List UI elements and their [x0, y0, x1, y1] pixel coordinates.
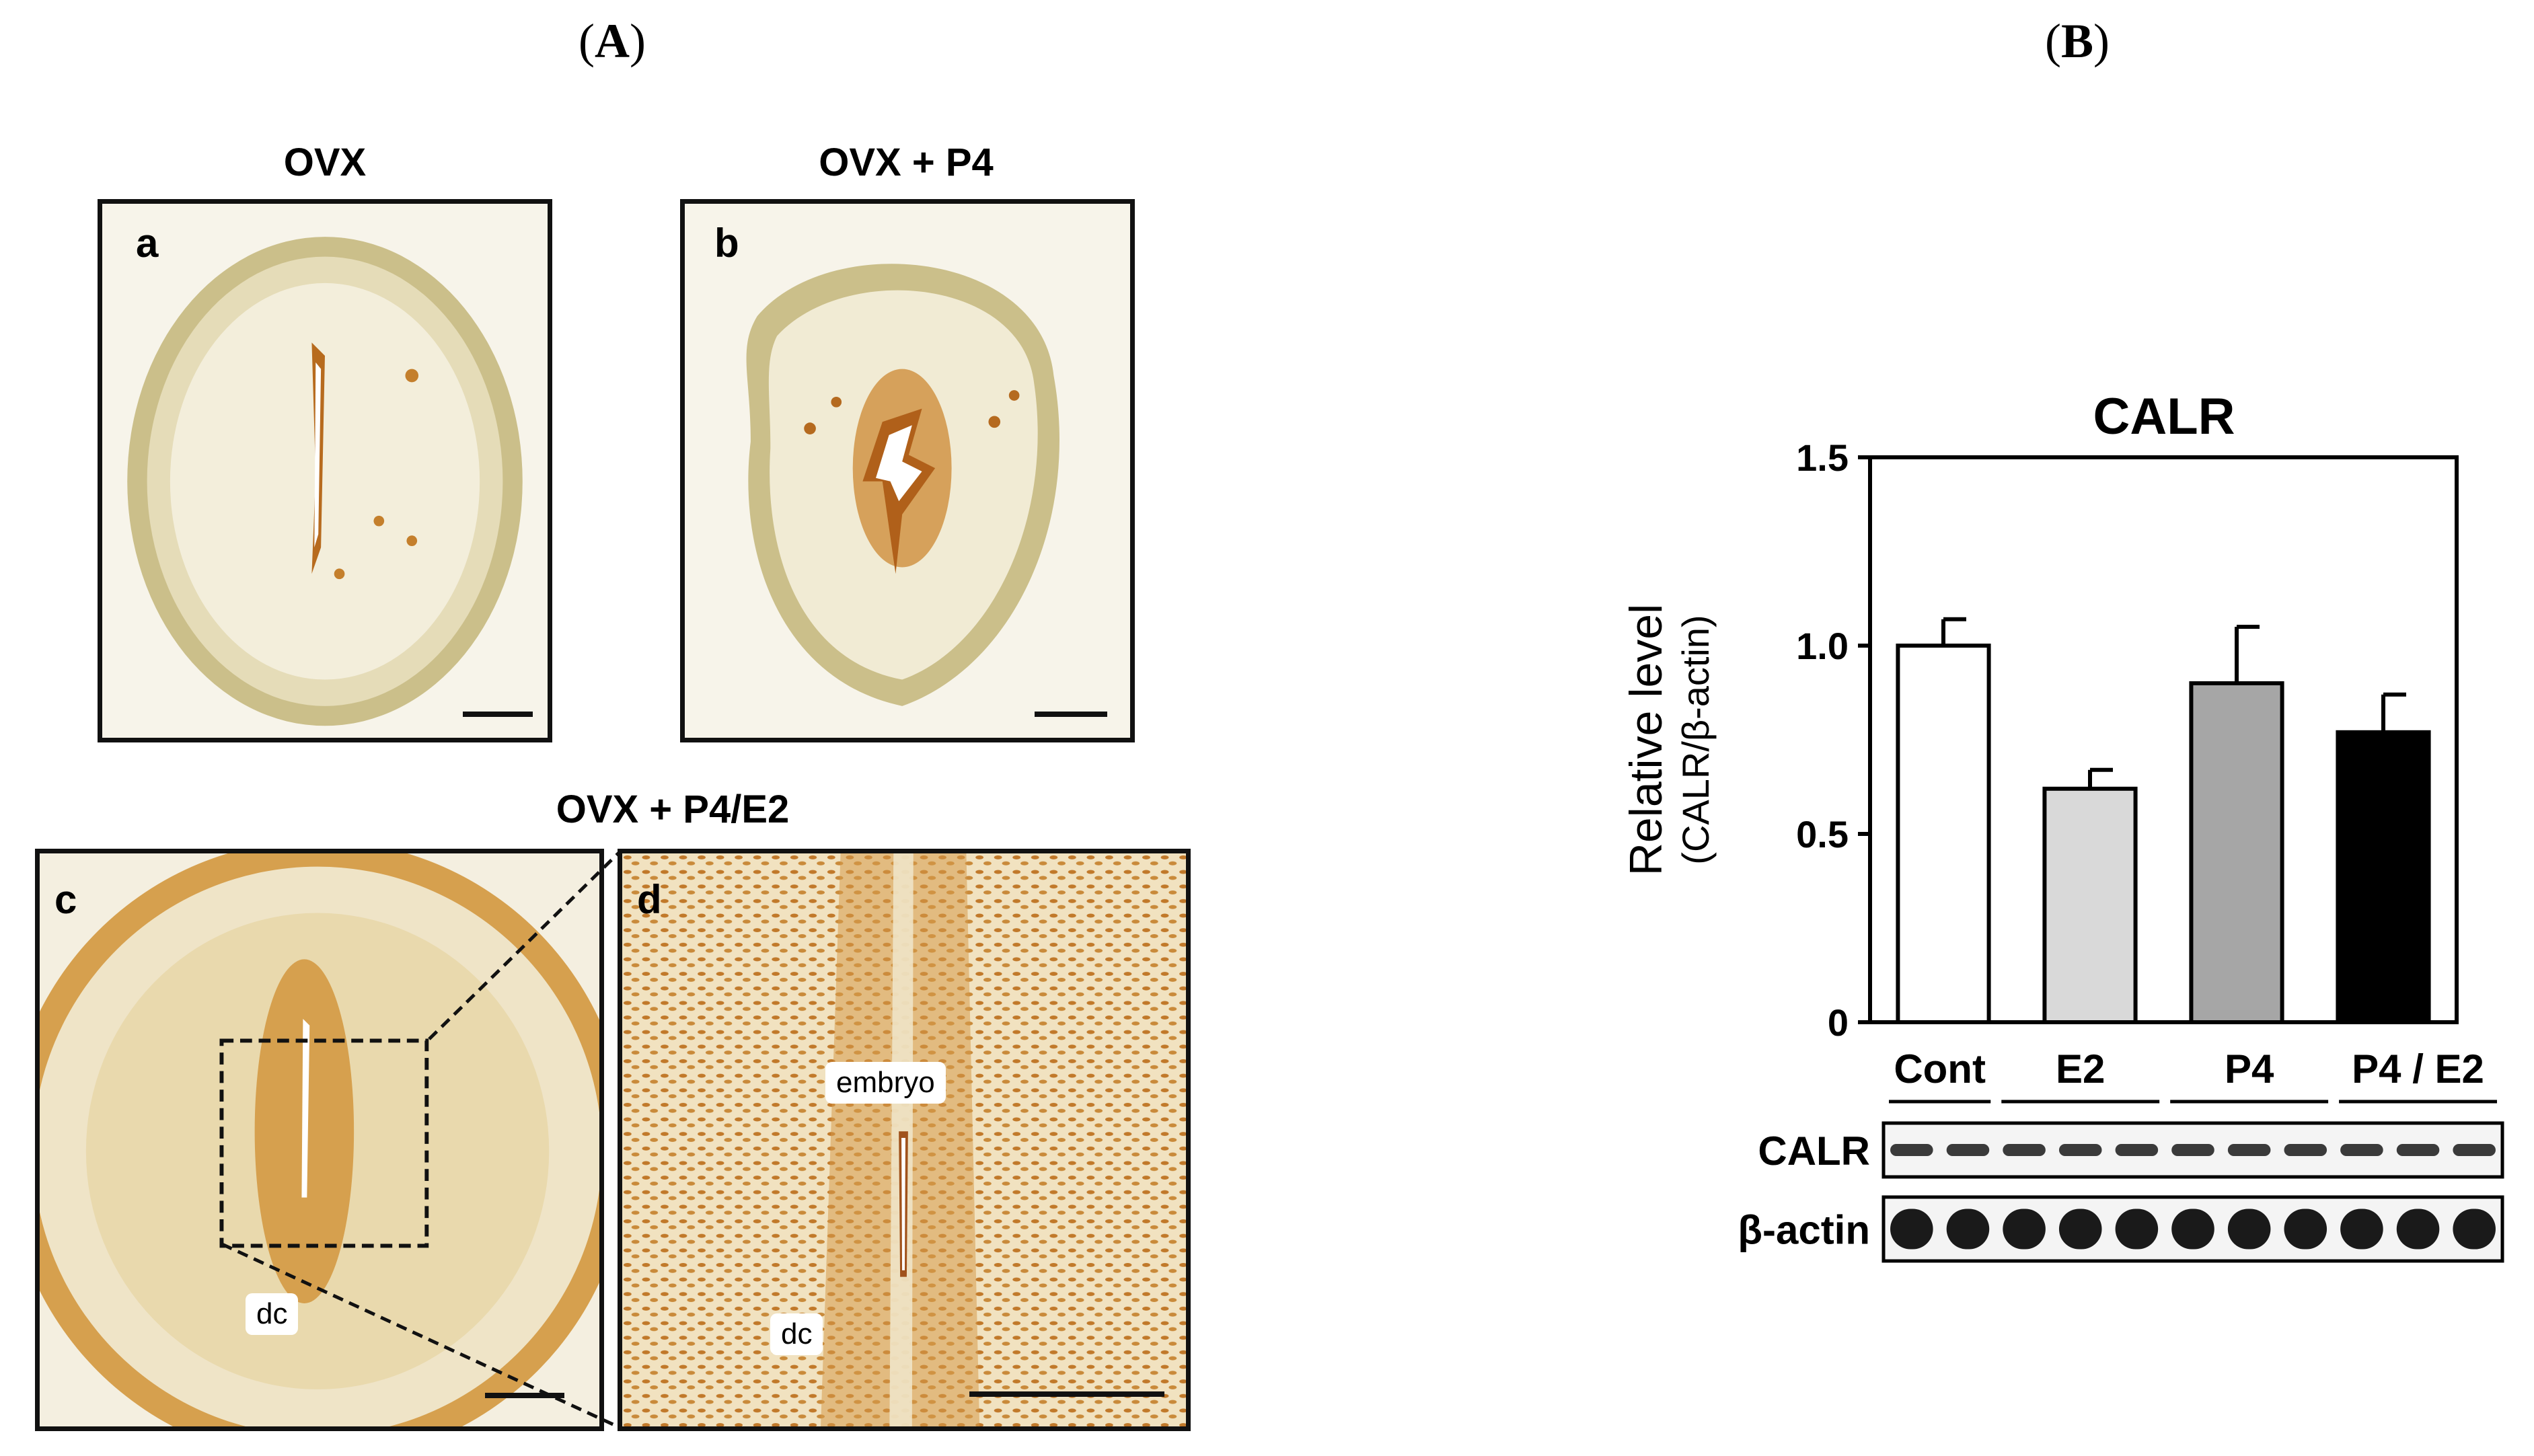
calr-chart: CALR Relative level (CALR/β-actin) 0 0.5 1…: [1620, 388, 2504, 1263]
micrograph-d: d embryo dc: [618, 849, 1191, 1431]
scale-bar-c: [485, 1393, 564, 1398]
micrograph-b: b: [680, 199, 1135, 742]
blot-band: [2058, 1209, 2102, 1250]
blot-band: [2115, 1209, 2159, 1250]
scale-bar-a: [463, 712, 533, 717]
y-axis-label: Relative level: [1620, 604, 1672, 876]
x-tick-label: E2: [2056, 1046, 2105, 1091]
micrograph-a-letter: a: [136, 221, 159, 266]
blot-band: [1946, 1209, 1990, 1250]
micrograph-b-letter: b: [714, 221, 739, 266]
blot-band: [2171, 1209, 2214, 1250]
scale-bar-d: [969, 1391, 1164, 1397]
y-axis-sublabel: (CALR/β-actin): [1674, 615, 1717, 864]
condition-label-ovx: OVX: [283, 141, 367, 184]
chart-axes: [1868, 455, 2459, 1024]
blot-band: [2453, 1209, 2496, 1250]
uterus-section-c-image: [40, 853, 599, 1426]
y-tick-label: 1.0: [1796, 625, 1849, 667]
scale-bar-b: [1035, 712, 1107, 717]
plot-frame: [1868, 455, 2459, 1024]
blot-band: [2115, 1144, 2159, 1156]
label-dc-c: dc: [246, 1293, 299, 1335]
blot-band: [2284, 1209, 2327, 1250]
blot-band: [1890, 1209, 1933, 1250]
chart-bars: [1896, 617, 2431, 1024]
micrograph-a: a: [98, 199, 552, 742]
y-tick-label: 0: [1828, 1001, 1849, 1044]
label-embryo: embryo: [825, 1062, 946, 1104]
blot-band: [2396, 1144, 2440, 1156]
x-tick-labels: Cont E2 P4 P4 / E2: [1889, 1046, 2497, 1104]
uterus-section-b-image: [685, 204, 1130, 738]
blot-band: [2340, 1144, 2383, 1156]
micrograph-c-letter: c: [54, 877, 77, 922]
western-blot: CALR β-actin: [1738, 1121, 2504, 1263]
chart-title: CALR: [2093, 388, 2235, 445]
blot-band: [2227, 1209, 2271, 1250]
uterus-section-a-image: [102, 204, 548, 738]
blot-band: [1946, 1144, 1990, 1156]
condition-label-ovx-p4: OVX + P4: [819, 141, 994, 184]
micrograph-c: c dc: [35, 849, 604, 1431]
blot-band: [2284, 1144, 2327, 1156]
blot-band: [2171, 1144, 2214, 1156]
x-tick-label: Cont: [1894, 1046, 1986, 1091]
uterus-section-d-image: [622, 853, 1186, 1426]
blot-band: [2453, 1144, 2496, 1156]
condition-label-ovx-p4-e2: OVX + P4/E2: [556, 788, 790, 831]
blot-row-label: CALR: [1758, 1128, 1870, 1174]
bar: [1896, 644, 1991, 1024]
blot-band: [2340, 1209, 2383, 1250]
y-tick-label: 0.5: [1796, 813, 1849, 855]
bar: [2189, 681, 2284, 1024]
blot-band: [1890, 1144, 1933, 1156]
panel-a-letter: (A): [579, 14, 646, 68]
blot-band: [2058, 1144, 2102, 1156]
panel-b-letter: (B): [2045, 14, 2110, 68]
x-tick-label: P4: [2225, 1046, 2274, 1091]
y-ticks: 0 0.5 1.0 1.5: [1796, 436, 1870, 1044]
blot-band: [2396, 1209, 2440, 1250]
bar: [2336, 730, 2431, 1024]
bar: [2042, 786, 2138, 1024]
y-tick-label: 1.5: [1796, 436, 1849, 479]
micrograph-d-letter: d: [637, 877, 662, 922]
blot-row-label: β-actin: [1738, 1208, 1870, 1253]
blot-band: [2003, 1144, 2046, 1156]
blot-band: [2003, 1209, 2046, 1250]
x-tick-label: P4 / E2: [2352, 1046, 2484, 1091]
label-dc-d: dc: [770, 1313, 823, 1355]
blot-band: [2227, 1144, 2271, 1156]
